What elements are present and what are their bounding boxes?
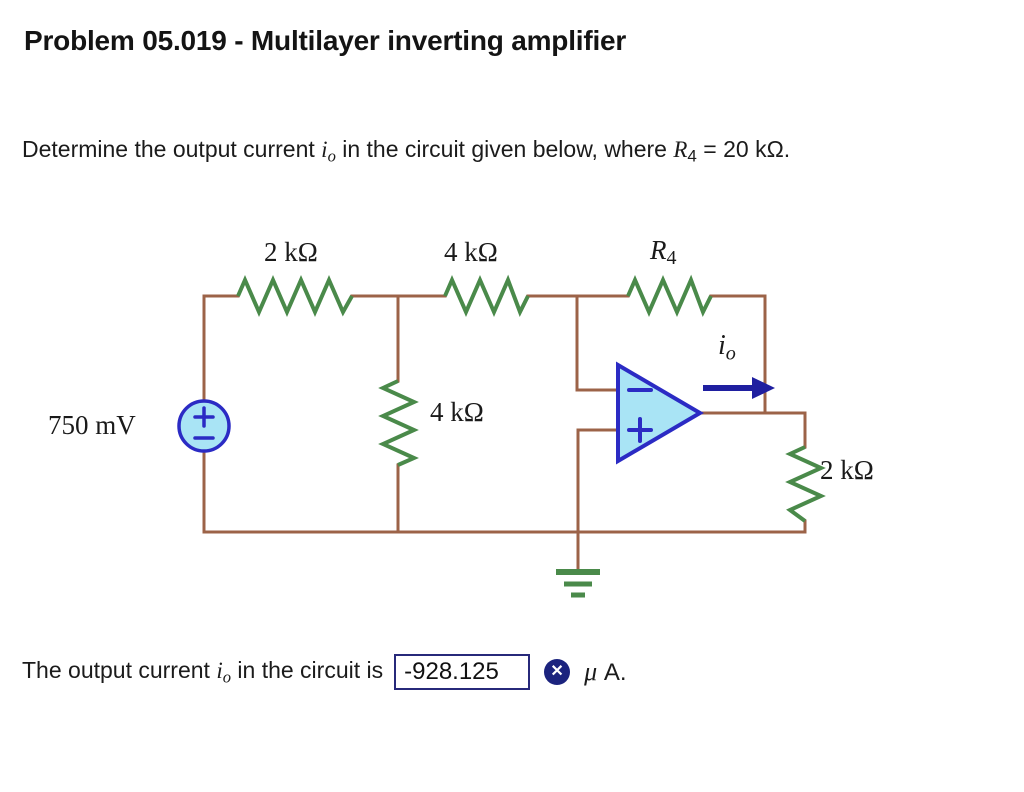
resistor-2k-load <box>785 445 826 523</box>
label-io-symbol: i <box>718 330 726 361</box>
resistor-4k-series <box>443 274 530 317</box>
prompt-current-symbol: i <box>321 137 328 162</box>
resistor-r4 <box>626 274 713 317</box>
opamp <box>616 361 704 465</box>
resistor-2k-top <box>236 275 354 317</box>
prompt-resistor-symbol: R <box>673 137 688 162</box>
answer-row: The output current io in the circuit is … <box>22 650 627 694</box>
prompt-text-part1: Determine the output current <box>22 136 322 162</box>
answer-lead-text: The output current io in the circuit is <box>22 657 383 688</box>
answer-lead-part2: in the circuit is <box>231 656 384 683</box>
ground-icon <box>556 569 600 598</box>
current-arrow-icon <box>703 377 775 399</box>
answer-lead-part1: The output current <box>22 656 217 683</box>
label-resistor-2k-top: 2 kΩ <box>264 237 318 267</box>
label-resistor-4k-shunt: 4 kΩ <box>430 397 484 427</box>
prompt-text-part3: = 20 kΩ. <box>696 136 791 162</box>
label-resistor-r4: R4 <box>650 235 676 270</box>
circuit-wires <box>202 294 807 572</box>
prompt-text-part2: in the circuit given below, where <box>335 136 674 162</box>
page-title: Problem 05.019 - Multilayer inverting am… <box>24 25 627 56</box>
circuit-diagram: 750 mV 2 kΩ 4 kΩ 4 kΩ R4 2 kΩ io <box>0 225 1024 615</box>
circuit-resistors <box>236 274 826 523</box>
voltage-source-plus-icon <box>193 406 215 428</box>
resistor-4k-shunt <box>378 379 419 467</box>
label-r4-symbol: R <box>650 235 667 265</box>
label-resistor-2k-load: 2 kΩ <box>820 455 874 485</box>
label-io-subscript: o <box>725 342 736 365</box>
answer-input[interactable]: -928.125 <box>394 654 531 690</box>
opamp-noninverting-icon <box>627 417 653 443</box>
label-source-voltage: 750 mV <box>48 410 136 440</box>
prompt-current-subscript: o <box>327 146 336 166</box>
label-output-current: io <box>718 330 736 366</box>
answer-unit: μ A. <box>584 657 626 687</box>
answer-current-subscript: o <box>222 667 232 687</box>
prompt-resistor-subscript: 4 <box>687 146 697 166</box>
label-resistor-4k-series: 4 kΩ <box>444 237 498 267</box>
incorrect-status-icon: ✕ <box>544 659 571 685</box>
problem-statement: Determine the output current io in the c… <box>22 130 982 176</box>
answer-unit-mu: μ <box>584 657 598 686</box>
answer-unit-amp: A. <box>603 659 627 686</box>
opamp-triangle <box>616 361 704 465</box>
label-r4-subscript: 4 <box>666 246 677 269</box>
answer-current-symbol: i <box>216 657 223 683</box>
voltage-source <box>177 399 231 453</box>
circuit-svg <box>177 274 826 598</box>
